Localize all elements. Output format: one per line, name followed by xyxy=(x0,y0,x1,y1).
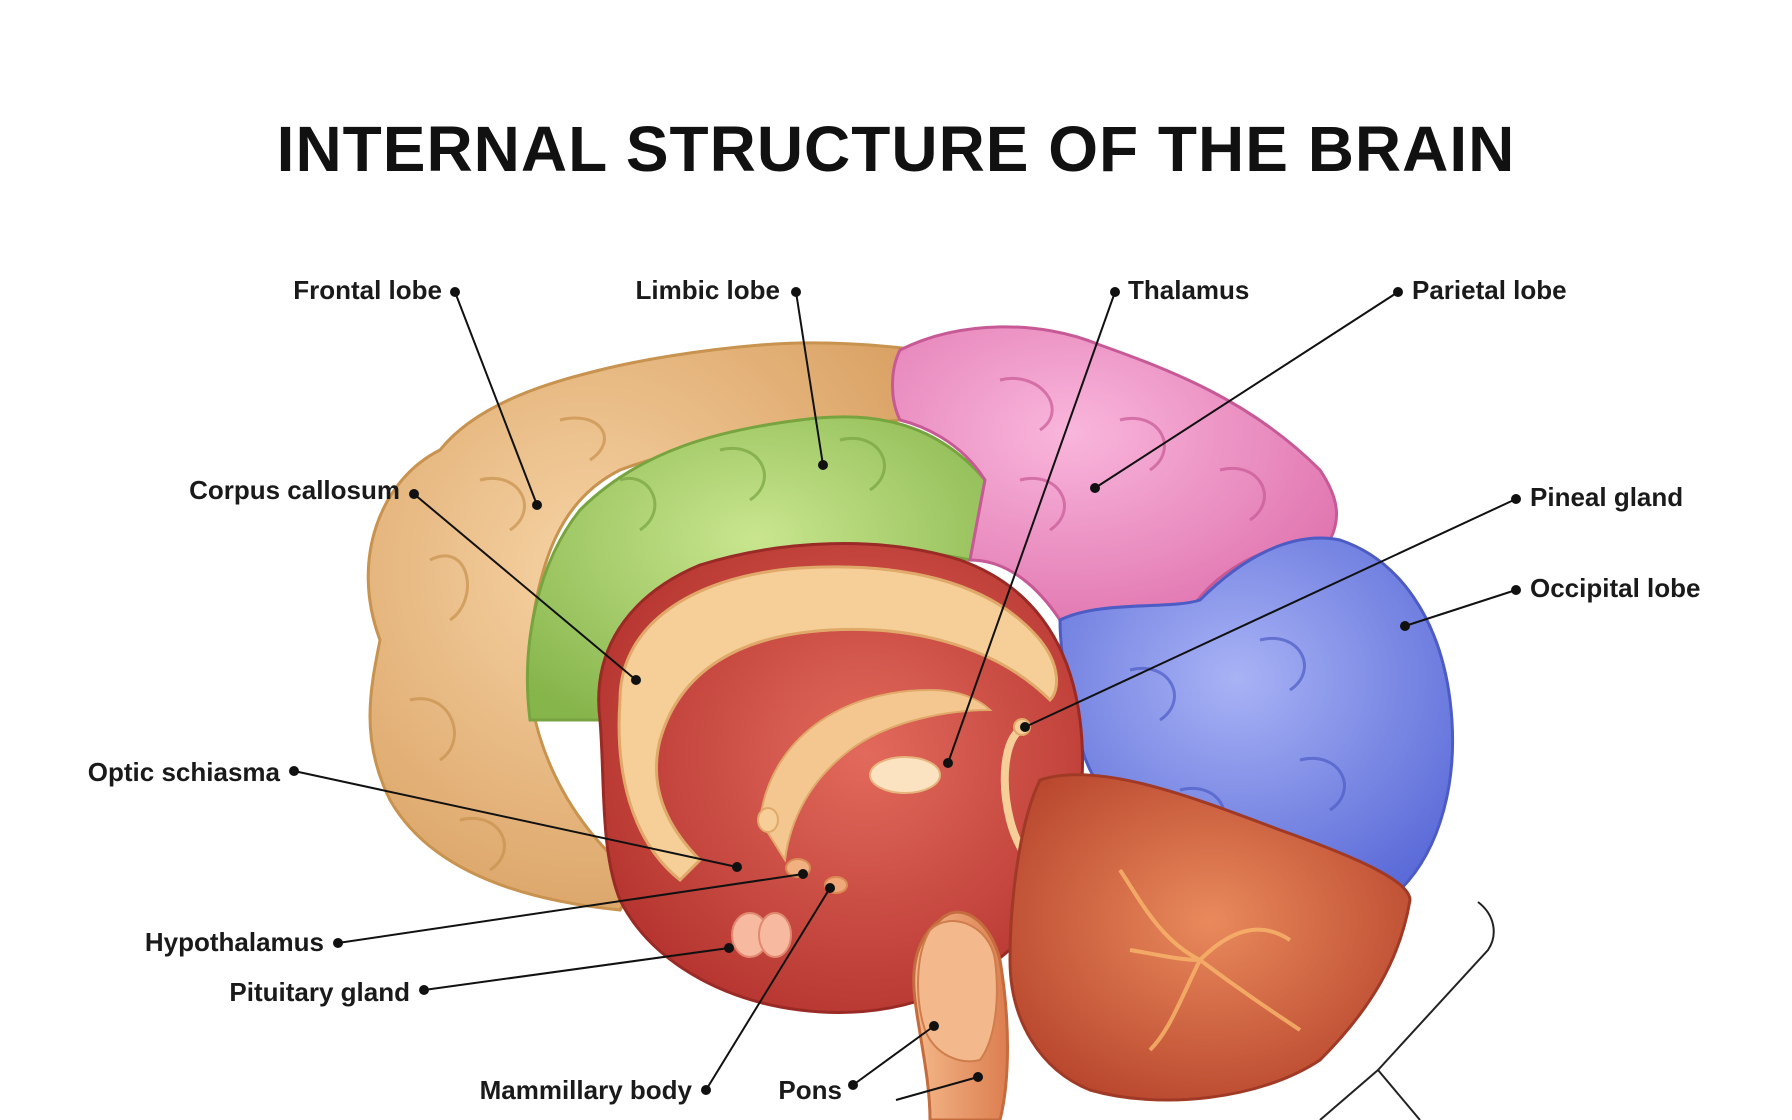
label-corpus-callosum: Corpus callosum xyxy=(189,475,400,505)
label-hypothalamus: Hypothalamus xyxy=(144,927,324,957)
corpus-callosum-shape xyxy=(617,565,1059,883)
label-pineal-gland: Pineal gland xyxy=(1530,482,1684,512)
label-frontal-lobe: Frontal lobe xyxy=(293,275,442,305)
label-thalamus: Thalamus xyxy=(1128,275,1250,305)
pituitary-gland-shape xyxy=(731,912,792,958)
label-occipital-lobe: Occipital lobe xyxy=(1530,573,1701,603)
label-pituitary-gland: Pituitary gland xyxy=(229,977,410,1007)
label-pons: Pons xyxy=(778,1075,842,1105)
thalamus-shape xyxy=(869,756,941,794)
cerebellum-region xyxy=(1008,773,1412,1102)
cerebellum-bracket xyxy=(1319,901,1495,1120)
label-mammillary-body: Mammillary body xyxy=(479,1075,692,1105)
fornix-shape xyxy=(758,688,993,863)
pons-shape xyxy=(917,920,998,1063)
diagram-title: INTERNAL STRUCTURE OF THE BRAIN xyxy=(276,113,1516,185)
label-parietal-lobe: Parietal lobe xyxy=(1412,275,1567,305)
label-optic-schiasma: Optic schiasma xyxy=(87,757,280,787)
label-limbic-lobe: Limbic lobe xyxy=(635,275,780,305)
leader-lines xyxy=(289,287,1521,1101)
optic-schiasma-shape xyxy=(757,807,779,833)
